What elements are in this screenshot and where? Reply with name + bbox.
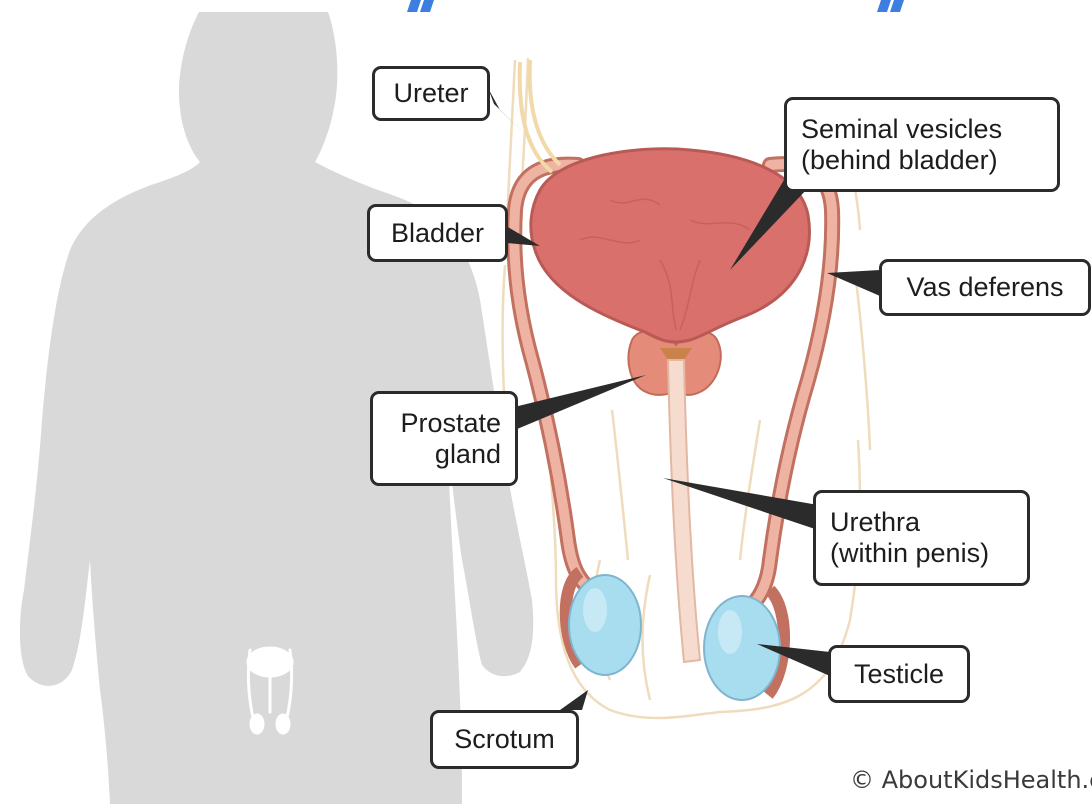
label-urethra-line1: Urethra <box>830 507 920 538</box>
label-prostate-gland-line2: gland <box>435 439 501 470</box>
leader-scrotum <box>560 690 588 710</box>
callout-urethra: Urethra (within penis) <box>813 490 1030 586</box>
label-ureter: Ureter <box>393 78 468 109</box>
callout-vas-deferens: Vas deferens <box>879 259 1091 316</box>
label-testicle: Testicle <box>854 659 944 690</box>
callout-scrotum: Scrotum <box>430 710 579 769</box>
label-seminal-vesicles-line1: Seminal vesicles <box>801 114 1002 145</box>
quote-marks <box>407 0 904 12</box>
testicles <box>566 572 784 700</box>
urethra <box>668 360 700 662</box>
label-prostate-gland-line1: Prostate <box>400 408 501 439</box>
callout-seminal-vesicles: Seminal vesicles (behind bladder) <box>784 97 1060 192</box>
callout-prostate-gland: Prostate gland <box>370 391 518 486</box>
label-bladder: Bladder <box>391 218 484 249</box>
label-urethra-line2: (within penis) <box>830 538 989 569</box>
label-seminal-vesicles-line2: (behind bladder) <box>801 145 998 176</box>
callout-bladder: Bladder <box>367 204 508 262</box>
label-vas-deferens: Vas deferens <box>906 272 1063 303</box>
copyright-credit: © AboutKidsHealth.c <box>850 766 1092 794</box>
bladder <box>531 149 810 342</box>
label-scrotum: Scrotum <box>454 724 555 755</box>
callout-ureter: Ureter <box>372 66 490 121</box>
callout-testicle: Testicle <box>828 645 970 703</box>
